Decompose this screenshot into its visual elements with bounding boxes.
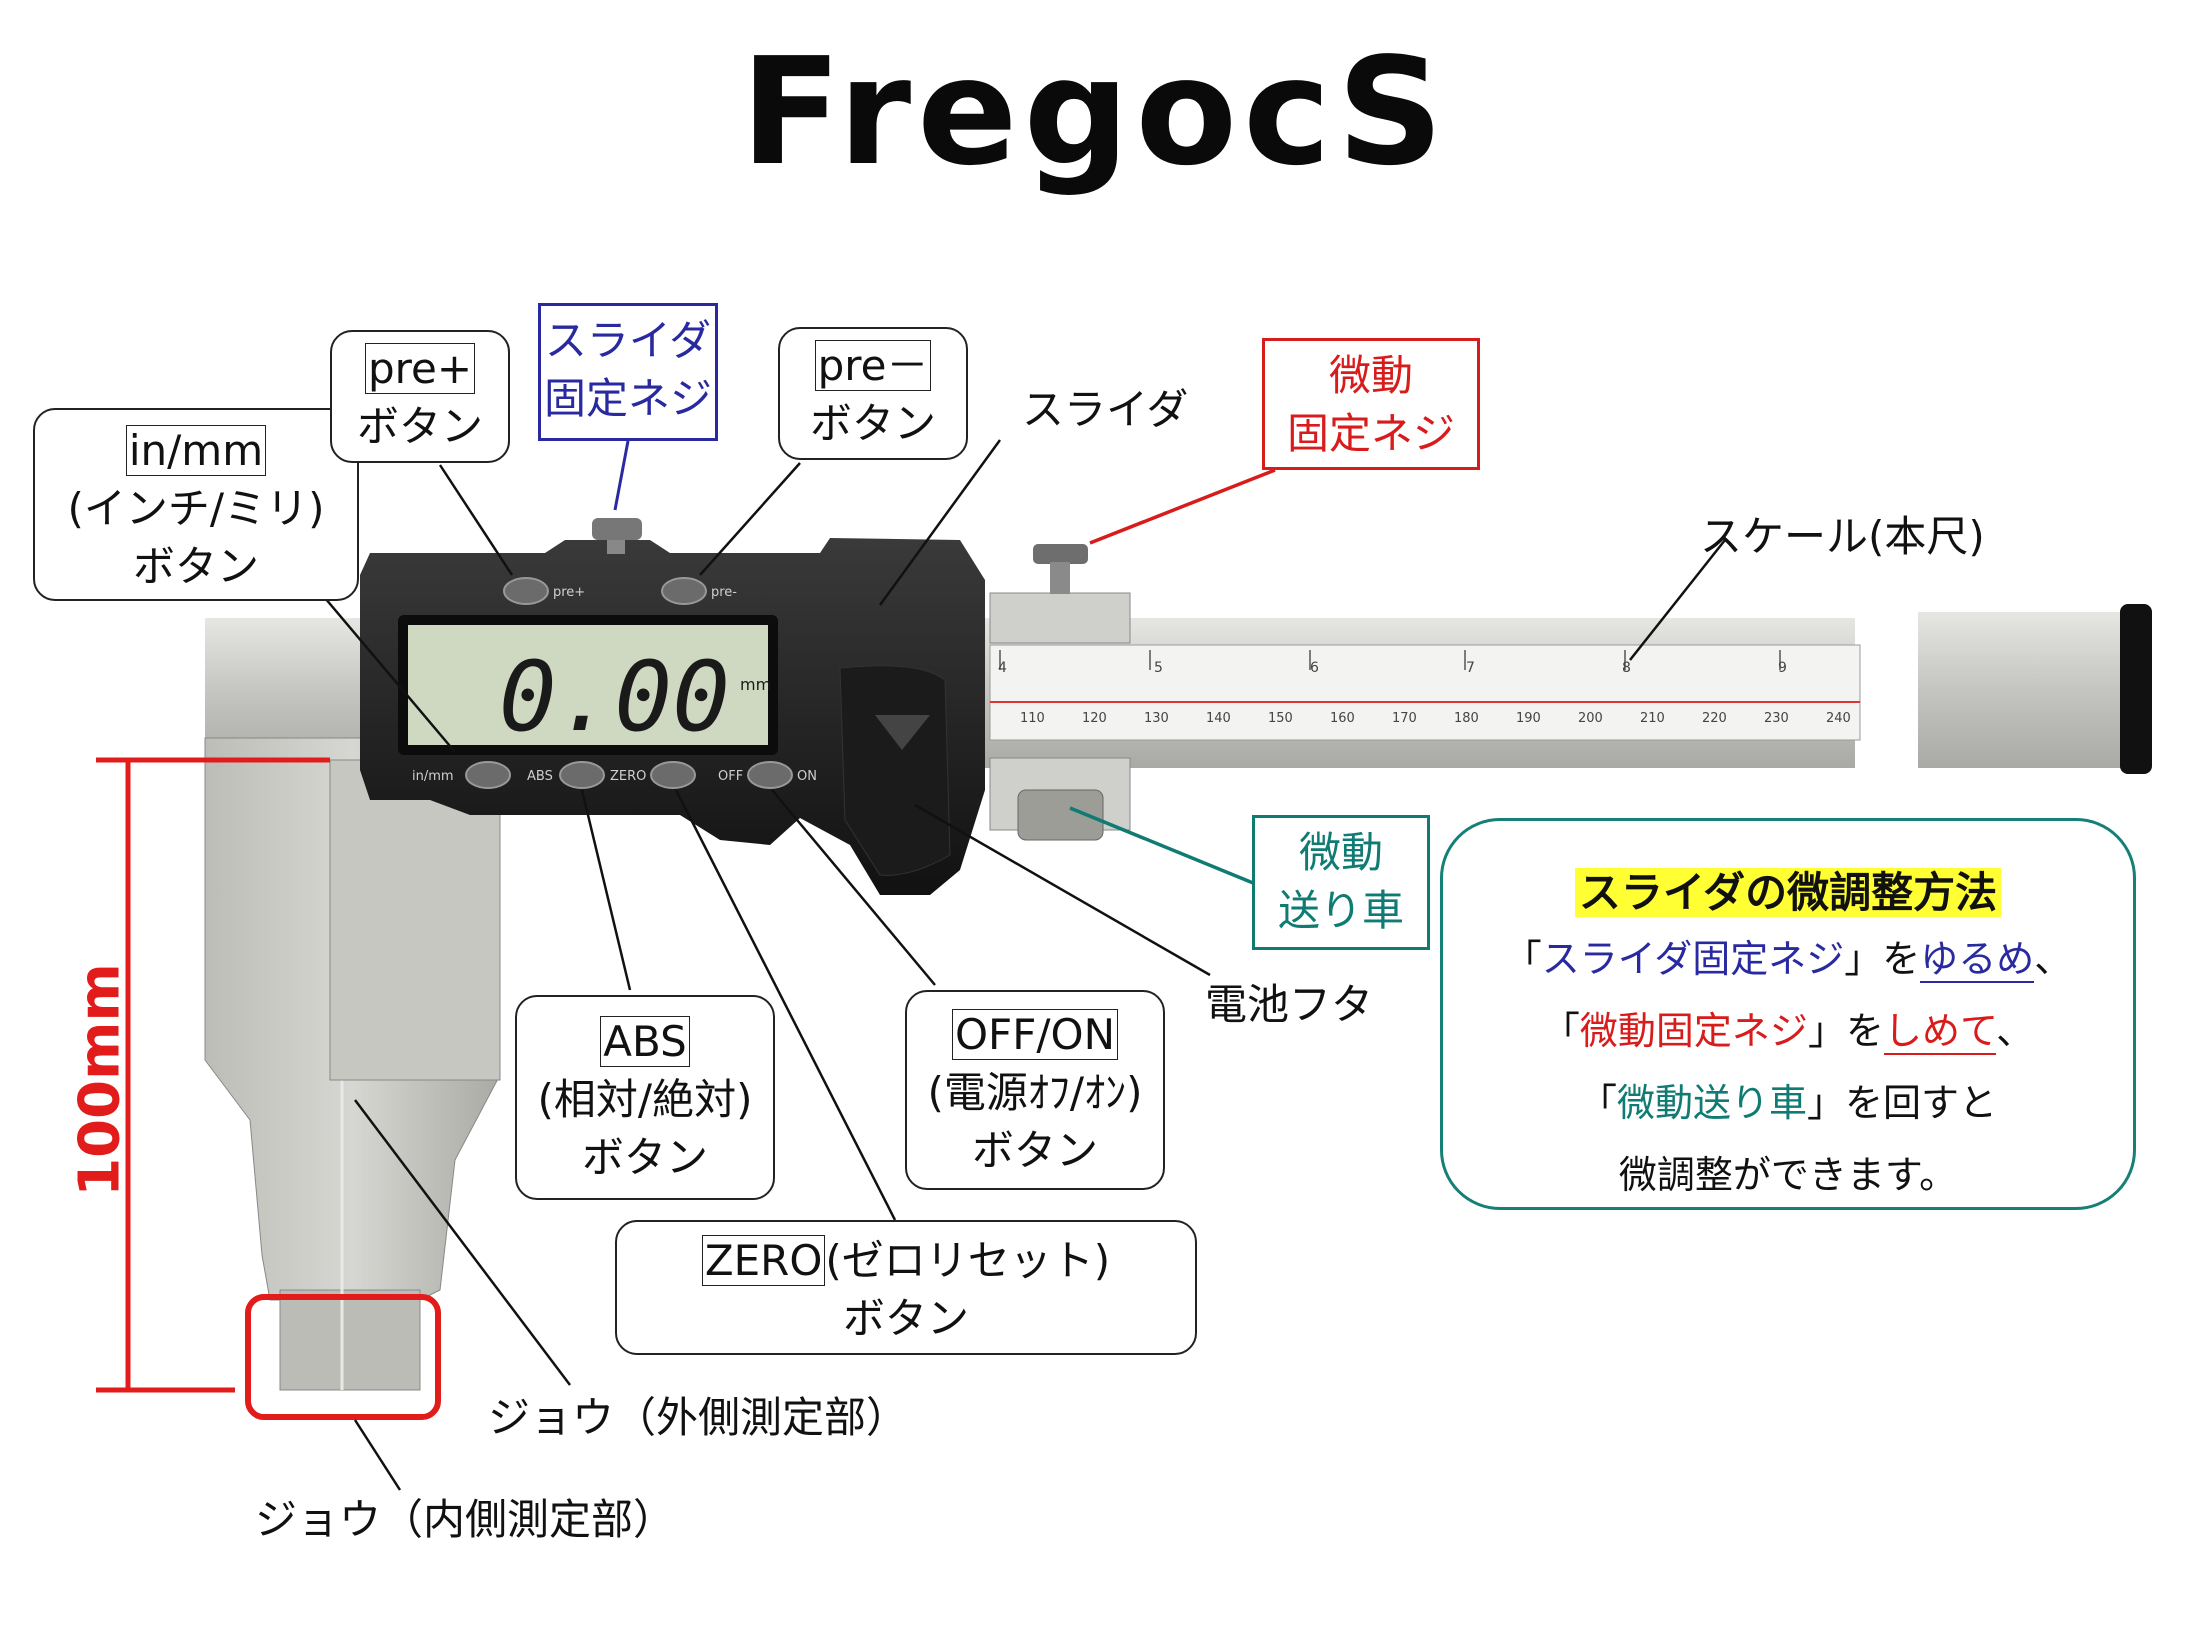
scale-mm-label: 190: [1516, 711, 1541, 726]
inner-jaw-tip: [279, 1289, 421, 1391]
label-offon-button: OFF/ON (電源ｵﾌ/ｵﾝ) ボタン: [905, 990, 1165, 1190]
label-slider: スライダ: [1022, 385, 1189, 434]
inmm-desc: (インチ/ミリ): [67, 484, 325, 533]
leader-fine-lock: [1089, 468, 1276, 545]
fine-wheel-l1: 微動: [1298, 828, 1383, 877]
device-label-on: ON: [797, 769, 817, 784]
label-battery-cover: 電池フタ: [1205, 980, 1374, 1029]
label-jaw-inner: ジョウ（内側測定部）: [255, 1495, 676, 1544]
scale-mm-label: 110: [1020, 711, 1045, 726]
device-label-zero: ZERO: [610, 769, 646, 784]
method-line-3: 「微動送り車」を回すと: [1578, 1081, 1998, 1125]
dimension-line: [96, 757, 330, 1393]
scale-inch-label: 9: [1778, 660, 1787, 676]
device-label-pre-minus: pre-: [711, 585, 737, 600]
device-label-off: OFF: [718, 769, 743, 784]
scale-mm-label: 120: [1082, 711, 1107, 726]
label-zero-button: ZERO(ゼロリセット) ボタン: [615, 1220, 1197, 1355]
scale-inch-label: 6: [1310, 660, 1319, 676]
scale-inch-label: 5: [1154, 660, 1163, 676]
offon-btn: ボタン: [971, 1126, 1098, 1175]
preminus-btn: ボタン: [809, 399, 936, 448]
fine-feed-wheel: [1017, 789, 1104, 841]
label-jaw-outer: ジョウ（外側測定部）: [488, 1393, 909, 1442]
zero-desc: (ゼロリセット): [825, 1236, 1111, 1285]
beam-end-cap: [2120, 604, 2152, 774]
scale-mm-label: 160: [1330, 711, 1355, 726]
method-line-1: 「スライダ固定ネジ」をゆるめ、: [1503, 937, 2073, 983]
device-label-inmm: in/mm: [412, 769, 454, 784]
lcd-value: 0.00: [499, 641, 730, 753]
offon-key: OFF/ON: [951, 1009, 1118, 1060]
scale-strip: [989, 644, 1861, 741]
scale-inch-label: 4: [998, 660, 1007, 676]
method-line-4: 微調整ができます。: [1618, 1153, 1958, 1197]
fine-adjust-method-box: スライダの微調整方法 「スライダ固定ネジ」をゆるめ、 「微動固定ネジ」をしめて、…: [1440, 818, 2136, 1210]
scale-inch-label: 8: [1622, 660, 1631, 676]
scale-mm-label: 150: [1268, 711, 1293, 726]
label-abs-button: ABS (相対/絶対) ボタン: [515, 995, 775, 1200]
beam-end: [1918, 612, 2128, 768]
fine-adjust-block: [989, 592, 1131, 644]
scale-mm-label: 180: [1454, 711, 1479, 726]
scale-mm-label: 130: [1144, 711, 1169, 726]
scale-inch-label: 7: [1466, 660, 1475, 676]
scale-mm-label: 230: [1764, 711, 1789, 726]
lcd-screen: [408, 625, 768, 745]
label-fine-lock-screw: 微動 固定ネジ: [1262, 338, 1480, 470]
slider-lock-l2: 固定ネジ: [543, 374, 712, 423]
label-scale: スケール(本尺): [1700, 512, 1985, 561]
abs-desc: (相対/絶対): [537, 1075, 753, 1124]
label-preplus-button: pre+ ボタン: [330, 330, 510, 463]
scale-ticks: [999, 650, 1781, 670]
offon-desc: (電源ｵﾌ/ｵﾝ): [927, 1068, 1143, 1117]
inner-jaw-highlight: [245, 1294, 441, 1420]
label-slider-lock-screw: スライダ 固定ネジ: [538, 303, 718, 441]
slider-lock-l1: スライダ: [544, 316, 712, 365]
scale-mm-label: 210: [1640, 711, 1665, 726]
brand-logo: FregocS: [740, 26, 1450, 198]
fine-lock-l2: 固定ネジ: [1286, 409, 1455, 458]
scale-mm-label: 240: [1826, 711, 1851, 726]
zero-key: ZERO: [701, 1235, 826, 1286]
dimension-text: 100mm: [67, 963, 133, 1197]
inmm-btn: ボタン: [132, 542, 259, 591]
head-buttons: [465, 577, 793, 789]
leader-lines: [324, 439, 1726, 1491]
inmm-key: in/mm: [125, 425, 267, 476]
method-title: スライダの微調整方法: [1574, 868, 2002, 917]
scale-mm-label: 140: [1206, 711, 1231, 726]
dimension-100mm: 100mm: [40, 950, 160, 1210]
device-label-pre-plus: pre+: [553, 585, 585, 600]
abs-btn: ボタン: [581, 1133, 708, 1182]
fine-lock-l1: 微動: [1328, 351, 1413, 400]
fine-wheel-l2: 送り車: [1277, 886, 1404, 935]
leader-fine-wheel: [1069, 806, 1259, 887]
scale-mm-label: 170: [1392, 711, 1417, 726]
abs-key: ABS: [600, 1016, 690, 1067]
scale-mm-label: 200: [1578, 711, 1603, 726]
scale-mm-label: 220: [1702, 711, 1727, 726]
label-preminus-button: pre－ ボタン: [778, 327, 968, 460]
zero-btn: ボタン: [842, 1294, 969, 1343]
device-label-abs: ABS: [527, 769, 553, 784]
preplus-key: pre+: [364, 343, 476, 394]
method-line-2: 「微動固定ネジ」をしめて、: [1541, 1009, 2035, 1055]
preplus-btn: ボタン: [356, 402, 483, 451]
label-fine-feed-wheel: 微動 送り車: [1252, 815, 1430, 950]
leader-slider-lock: [613, 440, 630, 511]
slider-lock-screw: [592, 518, 642, 540]
fine-lock-screw: [1033, 544, 1088, 564]
lcd-unit: mm: [740, 675, 771, 694]
label-inmm-button: in/mm (インチ/ミリ) ボタン: [33, 408, 359, 601]
preminus-key: pre－: [814, 340, 932, 391]
